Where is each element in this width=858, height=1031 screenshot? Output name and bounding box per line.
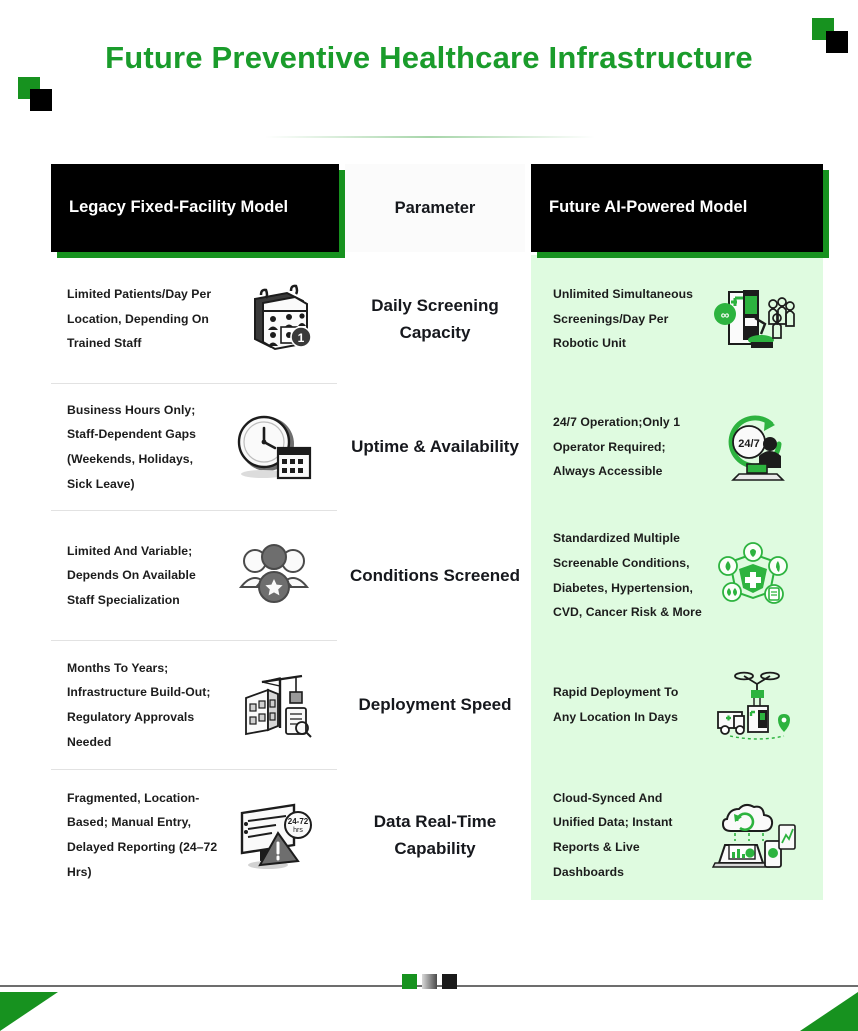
row-future-text: 24/7 Operation;Only 1 Operator Required;… <box>553 415 681 479</box>
table-row: Business Hours Only; Staff-Dependent Gap… <box>0 384 858 510</box>
decoration-triangle-bottom-right <box>800 992 858 1031</box>
footer-mark-gray <box>421 973 437 989</box>
row-legacy-cell: Fragmented, Location-Based; Manual Entry… <box>51 770 339 900</box>
row-parameter-text: Conditions Screened <box>349 565 521 585</box>
table-row: Limited And Variable; Depends On Availab… <box>0 511 858 640</box>
header-parameter: Parameter <box>345 164 525 252</box>
row-legacy-text: Months To Years; Infrastructure Build-Ou… <box>67 660 211 749</box>
footer-mark-green <box>401 973 417 989</box>
row-future-cell: Unlimited Simultaneous Screenings/Day Pe… <box>531 255 823 383</box>
row-parameter-cell: Daily Screening Capacity <box>345 255 525 383</box>
footer-mark-black <box>441 973 457 989</box>
row-future-cell: 24/7 Operation;Only 1 Operator Required;… <box>531 384 823 510</box>
svg-text:24/7: 24/7 <box>738 438 759 450</box>
row-parameter-text: Data Real-Time Capability <box>373 811 497 858</box>
decoration-square-black-top-left <box>30 89 52 111</box>
construction-crane-icon <box>223 668 327 742</box>
row-parameter-cell: Conditions Screened <box>345 511 525 640</box>
row-legacy-cell: Months To Years; Infrastructure Build-Ou… <box>51 641 339 769</box>
robotic-screening-kiosk-icon: ∞ <box>703 284 803 354</box>
row-legacy-cell: Business Hours Only; Staff-Dependent Gap… <box>51 384 339 510</box>
row-legacy-text: Business Hours Only; Staff-Dependent Gap… <box>67 402 196 491</box>
header-legacy-model: Legacy Fixed-Facility Model <box>51 164 339 252</box>
247-operator-icon: 24/7 <box>703 412 803 482</box>
drone-delivery-kiosk-icon <box>703 668 803 742</box>
row-divider <box>51 640 337 641</box>
clock-calendar-icon <box>223 410 327 484</box>
row-legacy-text: Limited Patients/Day Per Location, Depen… <box>67 287 212 351</box>
table-row: Fragmented, Location-Based; Manual Entry… <box>0 770 858 900</box>
header-future-label: Future AI-Powered Model <box>549 198 748 217</box>
table-row: Limited Patients/Day Per Location, Depen… <box>0 255 858 383</box>
row-future-cell: Rapid Deployment To Any Location In Days <box>531 641 823 769</box>
row-legacy-cell: Limited And Variable; Depends On Availab… <box>51 511 339 640</box>
row-divider <box>51 769 337 770</box>
row-divider <box>51 510 337 511</box>
cloud-dashboard-icon <box>703 799 803 871</box>
future-column-background <box>531 255 823 900</box>
decoration-square-black-top-right <box>826 31 848 53</box>
row-future-text: Unlimited Simultaneous Screenings/Day Pe… <box>553 287 693 351</box>
svg-text:24-72: 24-72 <box>288 817 309 826</box>
svg-text:1: 1 <box>298 331 305 345</box>
row-future-cell: Cloud-Synced And Unified Data; Instant R… <box>531 770 823 900</box>
health-shield-conditions-icon <box>703 540 803 612</box>
row-future-text: Cloud-Synced And Unified Data; Instant R… <box>553 790 673 879</box>
header-parameter-label: Parameter <box>394 198 476 217</box>
row-legacy-text: Fragmented, Location-Based; Manual Entry… <box>67 790 218 879</box>
staff-group-icon <box>223 543 327 609</box>
header-legacy-label: Legacy Fixed-Facility Model <box>69 198 289 217</box>
row-parameter-text: Deployment Speed <box>358 695 512 715</box>
row-parameter-cell: Deployment Speed <box>345 641 525 769</box>
footer-marks <box>0 970 858 992</box>
row-parameter-cell: Uptime & Availability <box>345 384 525 510</box>
calendar-people-icon: 1 <box>223 283 327 355</box>
title-divider <box>265 136 595 138</box>
svg-text:∞: ∞ <box>721 308 730 322</box>
page-title: Future Preventive Healthcare Infrastruct… <box>105 40 753 75</box>
svg-text:hrs: hrs <box>293 827 303 834</box>
table-row: Months To Years; Infrastructure Build-Ou… <box>0 641 858 769</box>
row-parameter-cell: Data Real-Time Capability <box>345 770 525 900</box>
decoration-triangle-bottom-left <box>0 992 58 1031</box>
row-parameter-text: Uptime & Availability <box>351 437 519 457</box>
delayed-report-monitor-icon: 24-72 hrs <box>223 799 327 871</box>
row-legacy-cell: Limited Patients/Day Per Location, Depen… <box>51 255 339 383</box>
row-parameter-text: Daily Screening Capacity <box>371 295 499 342</box>
row-divider <box>51 383 337 384</box>
row-future-text: Standardized Multiple Screenable Conditi… <box>553 531 702 620</box>
header-future-model: Future AI-Powered Model <box>531 164 823 252</box>
row-future-text: Rapid Deployment To Any Location In Days <box>553 685 679 724</box>
row-future-cell: Standardized Multiple Screenable Conditi… <box>531 511 823 640</box>
row-legacy-text: Limited And Variable; Depends On Availab… <box>67 543 196 607</box>
